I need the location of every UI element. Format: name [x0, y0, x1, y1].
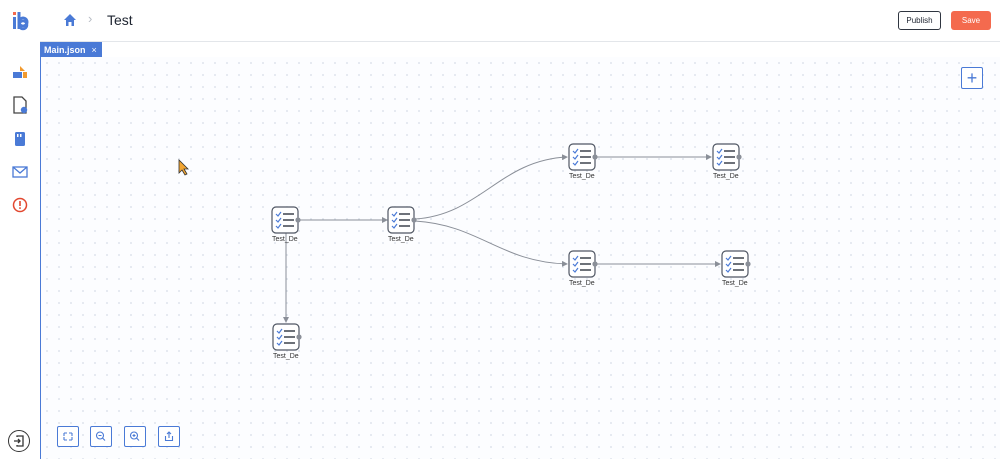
- left-sidebar: [0, 0, 41, 459]
- node-label: Test_De: [569, 280, 595, 287]
- checklist-icon: [725, 255, 744, 273]
- workflow-node[interactable]: Test_De: [568, 143, 598, 180]
- top-bar: › Test Publish Save: [40, 0, 1000, 42]
- zoom-out-icon: [95, 431, 106, 441]
- output-port[interactable]: [736, 154, 742, 160]
- zoom-out-button[interactable]: [90, 426, 112, 447]
- workflow-node[interactable]: Test_De: [271, 206, 301, 243]
- add-node-button[interactable]: +: [961, 67, 983, 89]
- workflow-icon[interactable]: [10, 62, 30, 82]
- publish-button[interactable]: Publish: [898, 11, 941, 30]
- alert-circle-icon[interactable]: [10, 195, 30, 215]
- mail-icon[interactable]: [10, 162, 30, 182]
- export-button[interactable]: [158, 426, 180, 447]
- workflow-node[interactable]: Test_De: [712, 143, 742, 180]
- app-logo-icon[interactable]: [10, 10, 32, 32]
- node-label: Test_De: [388, 236, 414, 243]
- output-port[interactable]: [296, 334, 302, 340]
- workflow-node[interactable]: Test_De: [721, 250, 751, 287]
- fit-screen-icon: [63, 432, 73, 441]
- fit-screen-button[interactable]: [57, 426, 79, 447]
- checklist-icon: [716, 148, 735, 166]
- breadcrumb-separator: ›: [88, 11, 93, 26]
- workflow-node[interactable]: Test_De: [568, 250, 598, 287]
- node-label: Test_De: [569, 173, 595, 180]
- mouse-cursor-icon: [178, 159, 189, 176]
- export-icon: [164, 431, 174, 442]
- edge[interactable]: [414, 154, 568, 220]
- zoom-in-button[interactable]: [124, 426, 146, 447]
- output-port[interactable]: [745, 261, 751, 267]
- workflow-node[interactable]: Test_De: [387, 206, 417, 243]
- output-port[interactable]: [592, 261, 598, 267]
- edge[interactable]: [414, 220, 568, 267]
- workflow-node[interactable]: Test_De: [272, 323, 302, 360]
- tab-label: Main.json: [44, 44, 86, 55]
- logout-button[interactable]: [8, 430, 30, 452]
- output-port[interactable]: [295, 217, 301, 223]
- storage-card-icon[interactable]: [10, 129, 30, 149]
- workflow-canvas[interactable]: [40, 57, 1000, 459]
- zoom-in-icon: [129, 431, 140, 441]
- logout-icon: [13, 434, 24, 447]
- node-label: Test_De: [272, 236, 298, 243]
- checklist-icon: [572, 148, 591, 166]
- close-tab-icon[interactable]: ×: [91, 44, 97, 55]
- output-port[interactable]: [592, 154, 598, 160]
- checklist-icon: [276, 328, 295, 346]
- tab-main-json[interactable]: Main.json ×: [40, 42, 102, 57]
- node-label: Test_De: [273, 353, 299, 360]
- checklist-icon: [572, 255, 591, 273]
- document-settings-icon[interactable]: [10, 95, 30, 115]
- checklist-icon: [275, 211, 294, 229]
- page-title: Test: [107, 12, 133, 28]
- file-tabs: Main.json ×: [40, 42, 1000, 58]
- home-icon[interactable]: [62, 12, 78, 28]
- checklist-icon: [391, 211, 410, 229]
- node-label: Test_De: [722, 280, 748, 287]
- node-label: Test_De: [713, 173, 739, 180]
- save-button[interactable]: Save: [951, 11, 991, 30]
- output-port[interactable]: [411, 217, 417, 223]
